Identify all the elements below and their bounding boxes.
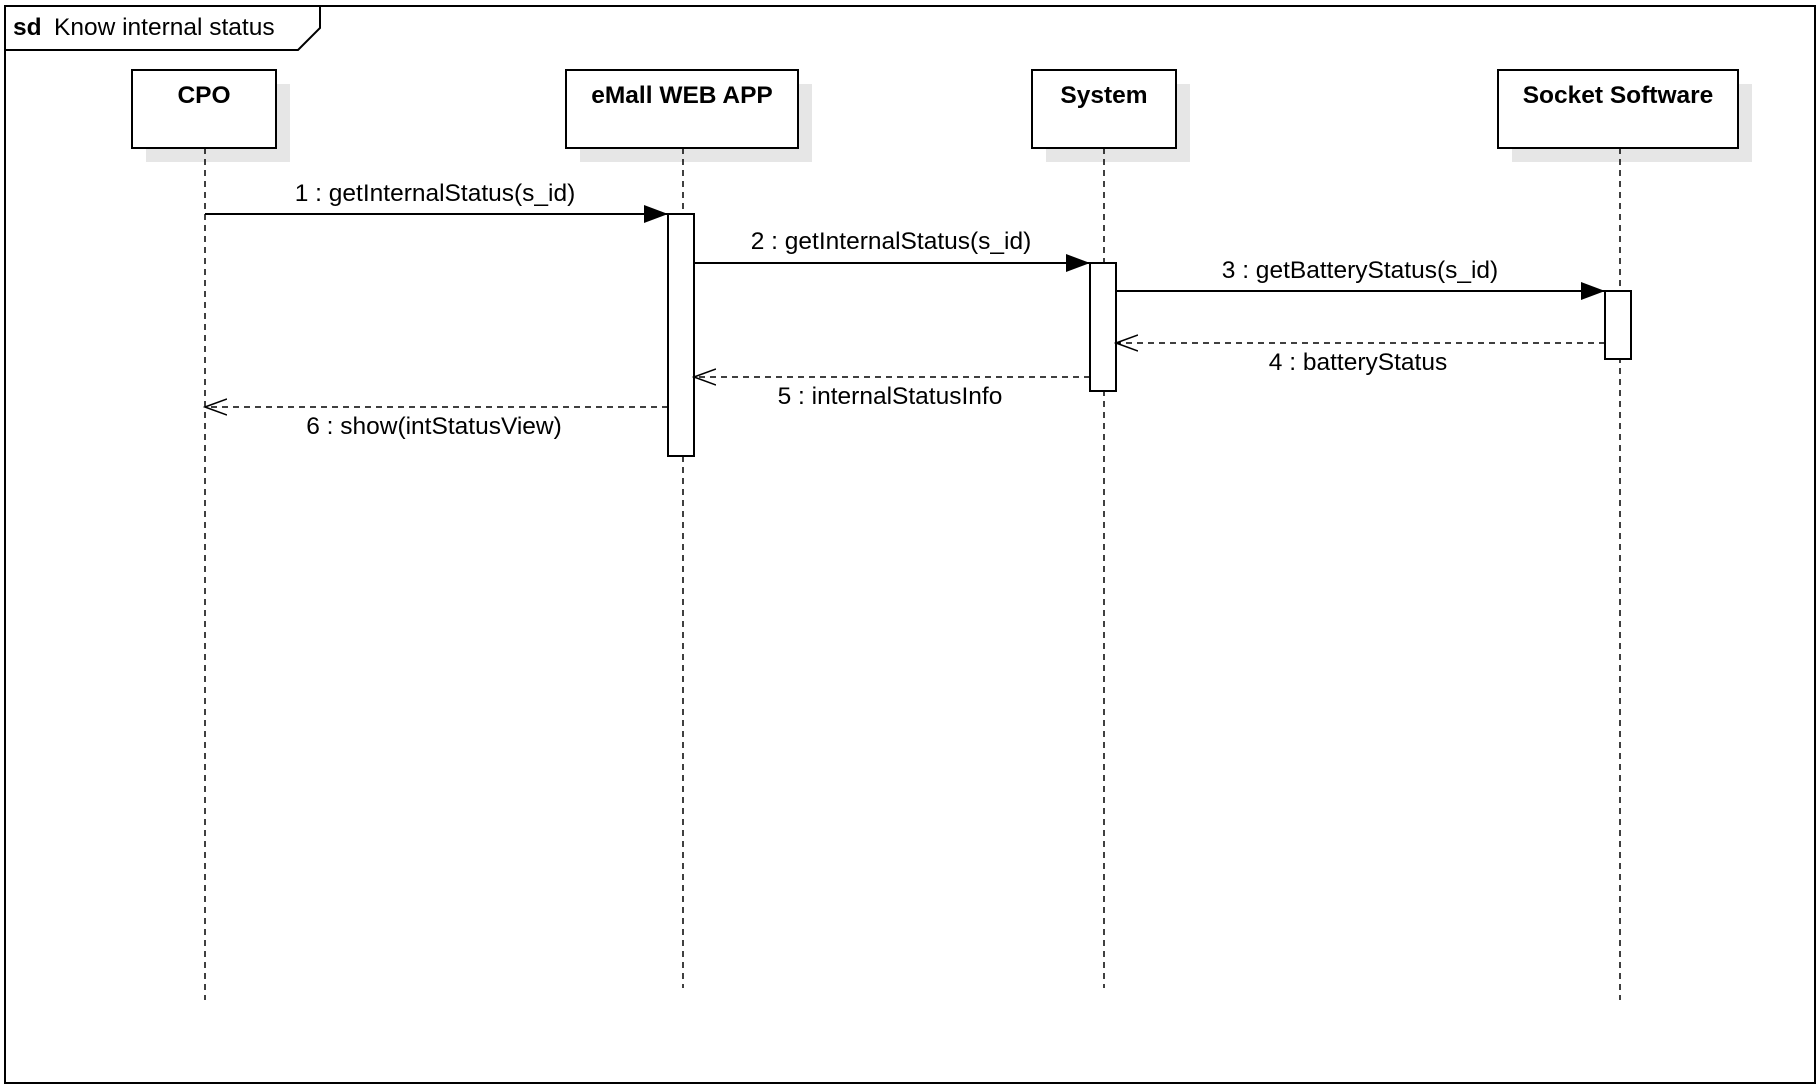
activation-bar-socket: [1604, 290, 1632, 360]
lifeline-box-system: [1031, 69, 1177, 149]
frame-keyword: sd: [13, 14, 42, 41]
lifeline-title-socket: Socket Software: [1523, 82, 1714, 109]
activation-bar-system: [1089, 262, 1117, 392]
message-label-3: 3 : getBatteryStatus(s_id): [1222, 257, 1498, 284]
frame-tab: [5, 5, 321, 51]
lifeline-lines: [204, 148, 1621, 1000]
lifeline-box-cpo: [131, 69, 277, 149]
frame-title: Know internal status: [54, 14, 275, 41]
lifeline-box-webapp: [565, 69, 799, 149]
lifeline-heads: CPO eMall WEB APP System Socket Software: [131, 69, 1752, 162]
activation-bar-webapp: [667, 213, 695, 457]
message-label-5: 5 : internalStatusInfo: [778, 383, 1003, 410]
frame-border: [4, 5, 1816, 1084]
lifeline-title-cpo: CPO: [177, 82, 230, 109]
message-label-1: 1 : getInternalStatus(s_id): [295, 180, 576, 207]
messages: 1 : getInternalStatus(s_id) 2 : getInter…: [205, 180, 1605, 440]
message-label-6: 6 : show(intStatusView): [306, 413, 562, 440]
frame: sd Know internal status: [4, 5, 1816, 1084]
activation-bars: [667, 213, 1632, 457]
lifeline-title-webapp: eMall WEB APP: [591, 82, 773, 109]
message-label-2: 2 : getInternalStatus(s_id): [751, 228, 1032, 255]
message-label-4: 4 : batteryStatus: [1269, 349, 1447, 376]
lifeline-title-system: System: [1060, 82, 1147, 109]
lifeline-box-socket: [1497, 69, 1739, 149]
